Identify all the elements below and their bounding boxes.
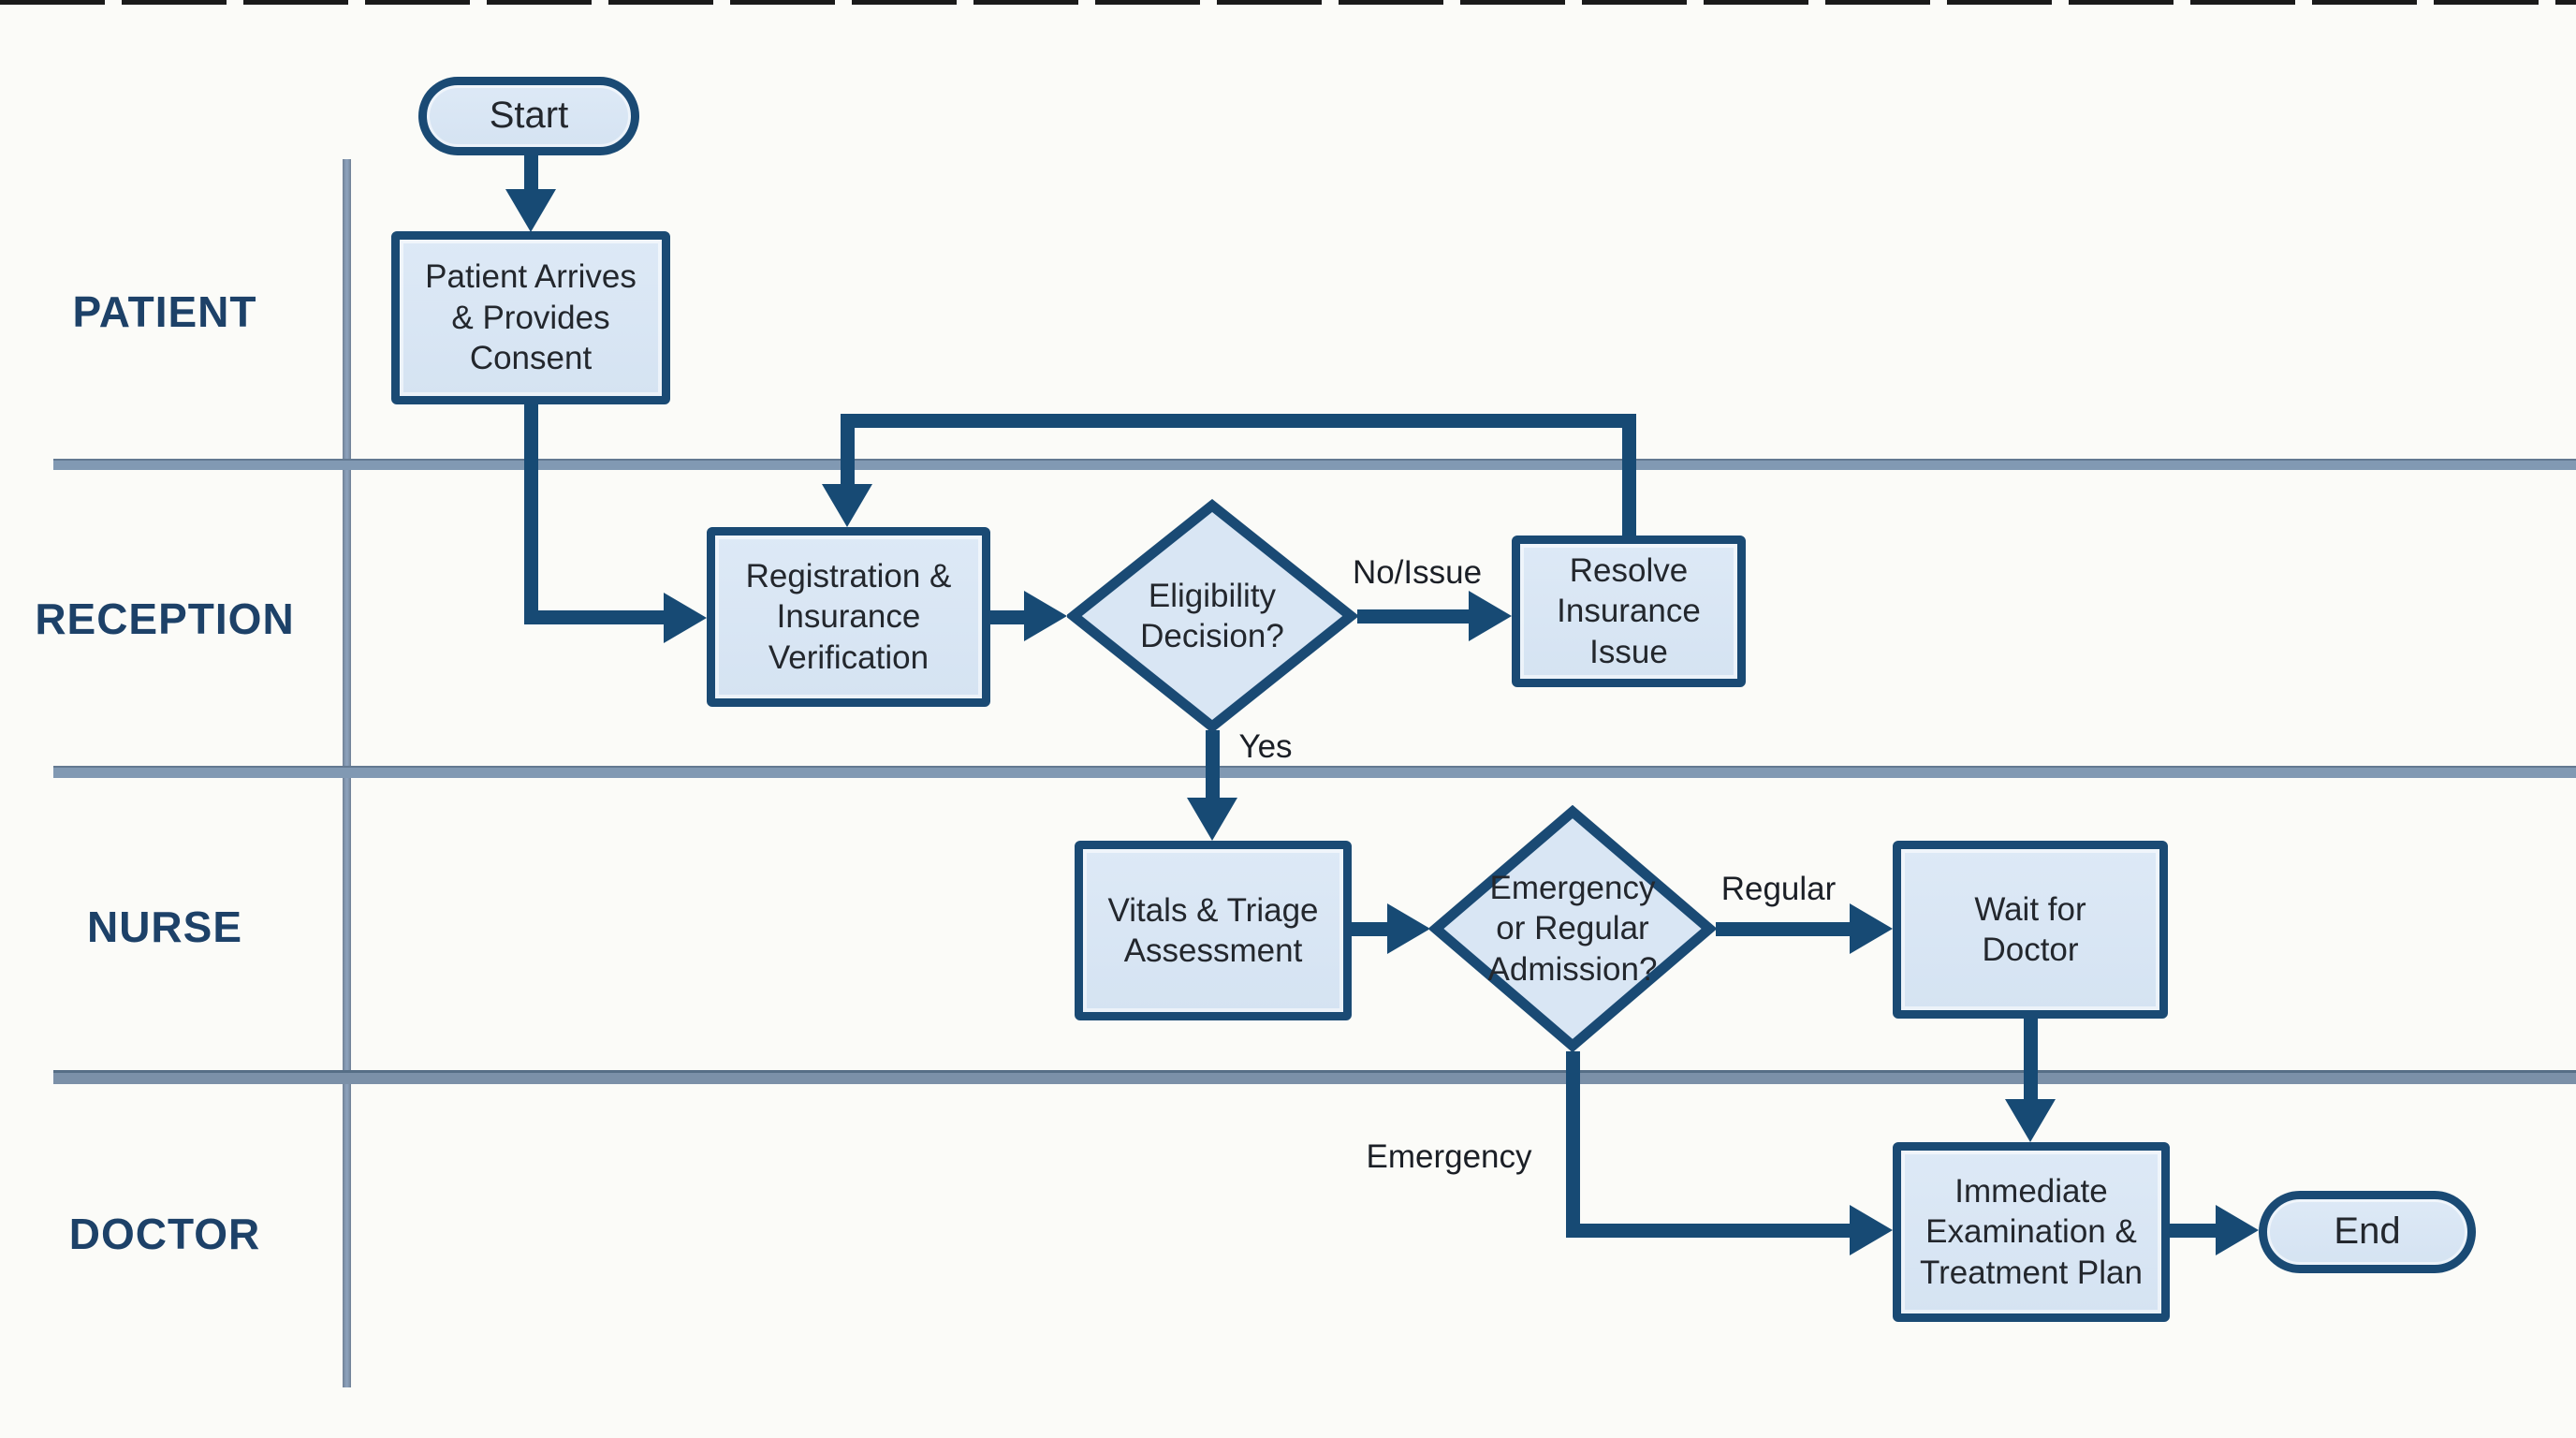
edge-immediate-to-end-arrowhead	[2216, 1205, 2259, 1255]
lane-divider-nurse-doctor	[53, 1070, 2576, 1084]
edge-registration-to-eligibility-arrowhead	[1024, 591, 1067, 641]
lane-label-doctor: DOCTOR	[68, 1210, 261, 1258]
edge-registration-to-eligibility-shaft	[990, 610, 1026, 624]
edge-patient-to-registration-vertical	[524, 403, 538, 624]
edge-label-yes: Yes	[1238, 728, 1293, 765]
node-wait-for-doctor: Wait for Doctor	[1893, 841, 2168, 1019]
node-registration-insurance-verification: Registration & Insurance Verification	[707, 527, 990, 707]
edge-resolve-loop-down-shaft	[841, 414, 855, 487]
eligibility-diamond-shape	[1067, 499, 1357, 733]
edge-admission-to-immediate-horizontal	[1566, 1224, 1852, 1238]
edge-eligibility-to-resolve-shaft	[1357, 609, 1471, 624]
node-resolve-label: Resolve Insurance Issue	[1557, 551, 1701, 670]
edge-resolve-loop-horizontal-shaft	[841, 414, 1636, 428]
node-vitals-triage-assessment: Vitals & Triage Assessment	[1075, 841, 1352, 1020]
node-end-label: End	[2334, 1211, 2401, 1253]
edge-label-emergency: Emergency	[1366, 1138, 1532, 1175]
node-start-terminator: Start	[418, 77, 639, 155]
node-resolve-insurance-issue: Resolve Insurance Issue	[1512, 536, 1746, 687]
edge-label-regular: Regular	[1720, 871, 1837, 907]
edge-admission-to-immediate-arrowhead	[1850, 1205, 1893, 1255]
node-start-label: Start	[489, 95, 569, 137]
node-end-terminator: End	[2259, 1191, 2476, 1273]
lane-label-patient: PATIENT	[72, 287, 257, 336]
lane-divider-reception-nurse	[53, 766, 2576, 778]
node-vitals-label: Vitals & Triage Assessment	[1107, 891, 1319, 969]
lane-divider-patient-reception	[53, 459, 2576, 470]
edge-resolve-loop-up-shaft	[1622, 414, 1636, 537]
edge-vitals-to-admission-arrowhead	[1387, 903, 1430, 954]
node-admission-label: Emergency or Regular Admission?	[1487, 869, 1658, 988]
node-immediate-examination-treatment: Immediate Examination & Treatment Plan	[1893, 1142, 2170, 1322]
node-wait-label: Wait for Doctor	[1974, 890, 2086, 968]
edge-admission-to-wait-arrowhead	[1850, 903, 1893, 954]
node-eligibility-label: Eligibility Decision?	[1140, 577, 1284, 654]
node-patient-arrives-label: Patient Arrives & Provides Consent	[425, 258, 637, 377]
edge-eligibility-to-vitals-arrowhead	[1187, 798, 1237, 841]
node-eligibility-decision-diamond: Eligibility Decision?	[1067, 499, 1357, 733]
edge-start-to-patient-arrowhead	[505, 189, 556, 232]
lane-label-reception: RECEPTION	[35, 594, 295, 643]
lane-label-nurse: NURSE	[86, 902, 243, 951]
edge-patient-to-registration-horizontal	[524, 610, 665, 624]
edge-label-no-issue: No/Issue	[1352, 554, 1483, 591]
top-edge-strip	[0, 0, 2576, 5]
edge-eligibility-to-vitals-shaft	[1206, 730, 1220, 801]
edge-wait-to-immediate-arrowhead	[2005, 1099, 2056, 1142]
edge-start-to-patient-shaft	[524, 154, 538, 195]
edge-patient-to-registration-arrowhead	[664, 593, 707, 643]
edge-eligibility-to-resolve-arrowhead	[1469, 591, 1512, 641]
node-patient-arrives: Patient Arrives & Provides Consent	[391, 231, 670, 404]
edge-resolve-loop-arrowhead	[822, 484, 872, 527]
edge-wait-to-immediate-shaft	[2024, 1019, 2038, 1101]
edge-vitals-to-admission-shaft	[1352, 922, 1391, 936]
node-registration-label: Registration & Insurance Verification	[745, 557, 952, 676]
edge-admission-to-immediate-vertical	[1566, 1051, 1580, 1238]
edge-immediate-to-end-shaft	[2170, 1224, 2218, 1238]
node-immediate-label: Immediate Examination & Treatment Plan	[1920, 1172, 2143, 1291]
node-admission-type-diamond: Emergency or Regular Admission?	[1429, 805, 1716, 1052]
admission-diamond-shape	[1429, 805, 1716, 1052]
edge-admission-to-wait-shaft	[1716, 922, 1852, 936]
